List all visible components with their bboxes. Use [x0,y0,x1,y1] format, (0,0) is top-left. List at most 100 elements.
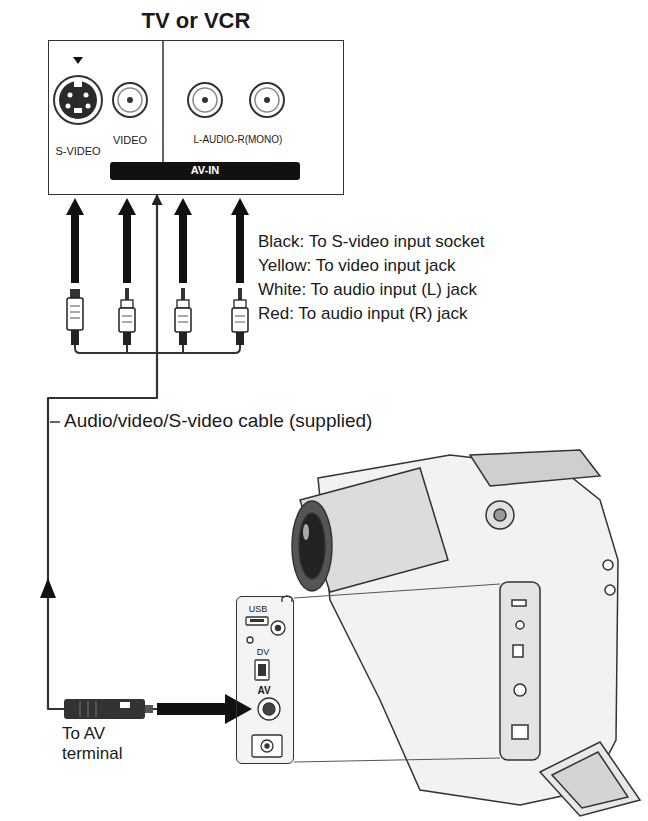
rca-plug [177,300,189,308]
jack-panel-ports [247,637,253,643]
rca-jack [255,88,279,112]
rca-plug [122,322,132,323]
rca-jack [188,83,222,117]
jack-panel-ports [258,698,280,720]
rca-jack [118,88,142,112]
rca-plug [175,308,191,332]
rca-plug [238,288,242,300]
camcorder-body [500,582,540,760]
camcorder-body [292,501,332,591]
av-plug [145,705,153,713]
s-video-socket [74,81,82,87]
jack-panel-ports [263,703,275,715]
s-video-plug [70,318,80,319]
port-label: DV [257,647,270,657]
rca-plug [179,332,187,345]
cable-harness [75,345,240,353]
cable-harness [126,345,128,353]
tv-input-panel: TV or VCRS-VIDEOVIDEOL-AUDIO-R(MONO)AV-I… [40,6,350,195]
color-note: White: To audio input (L) jack [258,280,477,300]
camcorder-body [512,725,528,739]
rca-jack [127,97,133,103]
panel-heading: TV or VCR [142,8,251,33]
rca-jack [193,88,217,112]
rca-plug [232,308,248,332]
insert-arrow [157,694,252,724]
av-plug [64,699,145,719]
rca-plug [178,316,188,317]
rca-plug [125,288,129,300]
color-note: Red: To audio input (R) jack [258,304,467,324]
insert-arrow [66,198,84,283]
camcorder-body [605,585,615,595]
rca-jack [113,83,284,117]
jack-panel-ports [265,744,269,748]
rca-plug [235,322,245,323]
rca-plug [121,300,133,308]
rca-plug [123,332,131,345]
leader-line [50,421,60,423]
cable-harness [75,345,240,353]
camcorder-body [603,560,613,570]
rca-plug [181,288,185,300]
s-video-socket [54,57,102,124]
s-video-socket [66,104,71,109]
jack-label: L-AUDIO-R(MONO) [194,134,283,146]
s-video-socket [74,108,82,113]
band-label: AV-IN [191,164,220,177]
rca-jack [264,97,270,103]
av-plug [80,701,81,717]
av-in-band [110,162,300,180]
jack-panel-ports [252,735,282,757]
s-video-plug [70,312,80,313]
jack-panel-ground [236,596,294,764]
flow-arrow [40,578,56,598]
jack-panel-ports [276,626,281,631]
s-video-socket [86,104,91,109]
terminal-label: To AV terminal [62,724,154,765]
camcorder-body [516,621,524,629]
camcorder-body [303,524,309,540]
rca-plug [235,316,245,317]
s-video-plug [67,298,83,330]
insert-arrow [231,198,249,283]
camcorder-body [292,450,640,816]
camcorder-body [513,645,523,657]
s-video-plug [67,289,83,345]
s-video-socket [84,93,89,98]
rca-jack [250,83,284,117]
s-video-socket [73,57,83,64]
rca-jack [113,83,147,117]
jack-panel-ports [255,660,269,680]
rca-plug [236,332,244,345]
jack-panel-ports [271,621,285,635]
insert-arrow [174,198,192,283]
jack-panel-ports [246,617,268,625]
camcorder-body [552,752,628,808]
s-video-plug [70,306,80,307]
s-video-socket [59,81,97,119]
rca-jack [202,97,208,103]
port-label: AV [257,685,270,697]
rca-plug [122,316,132,317]
magnifier-line [294,758,500,762]
port-label: USB [249,604,268,614]
camcorder-body [514,684,526,696]
cable-connector [48,195,236,709]
rca-plug [119,308,135,332]
camcorder-body [512,600,526,606]
jack-panel-ports [258,664,266,676]
camcorder-jack-panel: USB DV AV [236,596,294,764]
av-plug [120,702,130,708]
camcorder-body [470,450,600,486]
insert-arrow [66,198,249,283]
s-video-socket [68,93,73,98]
camcorder-body [486,501,514,529]
camcorder-body [494,509,506,521]
cable-label: Audio/video/S-video cable (supplied) [64,410,372,433]
jack-panel-ports [261,740,273,752]
jack-label: VIDEO [113,134,147,147]
insert-arrow [118,198,136,283]
camcorder-body [299,513,325,579]
